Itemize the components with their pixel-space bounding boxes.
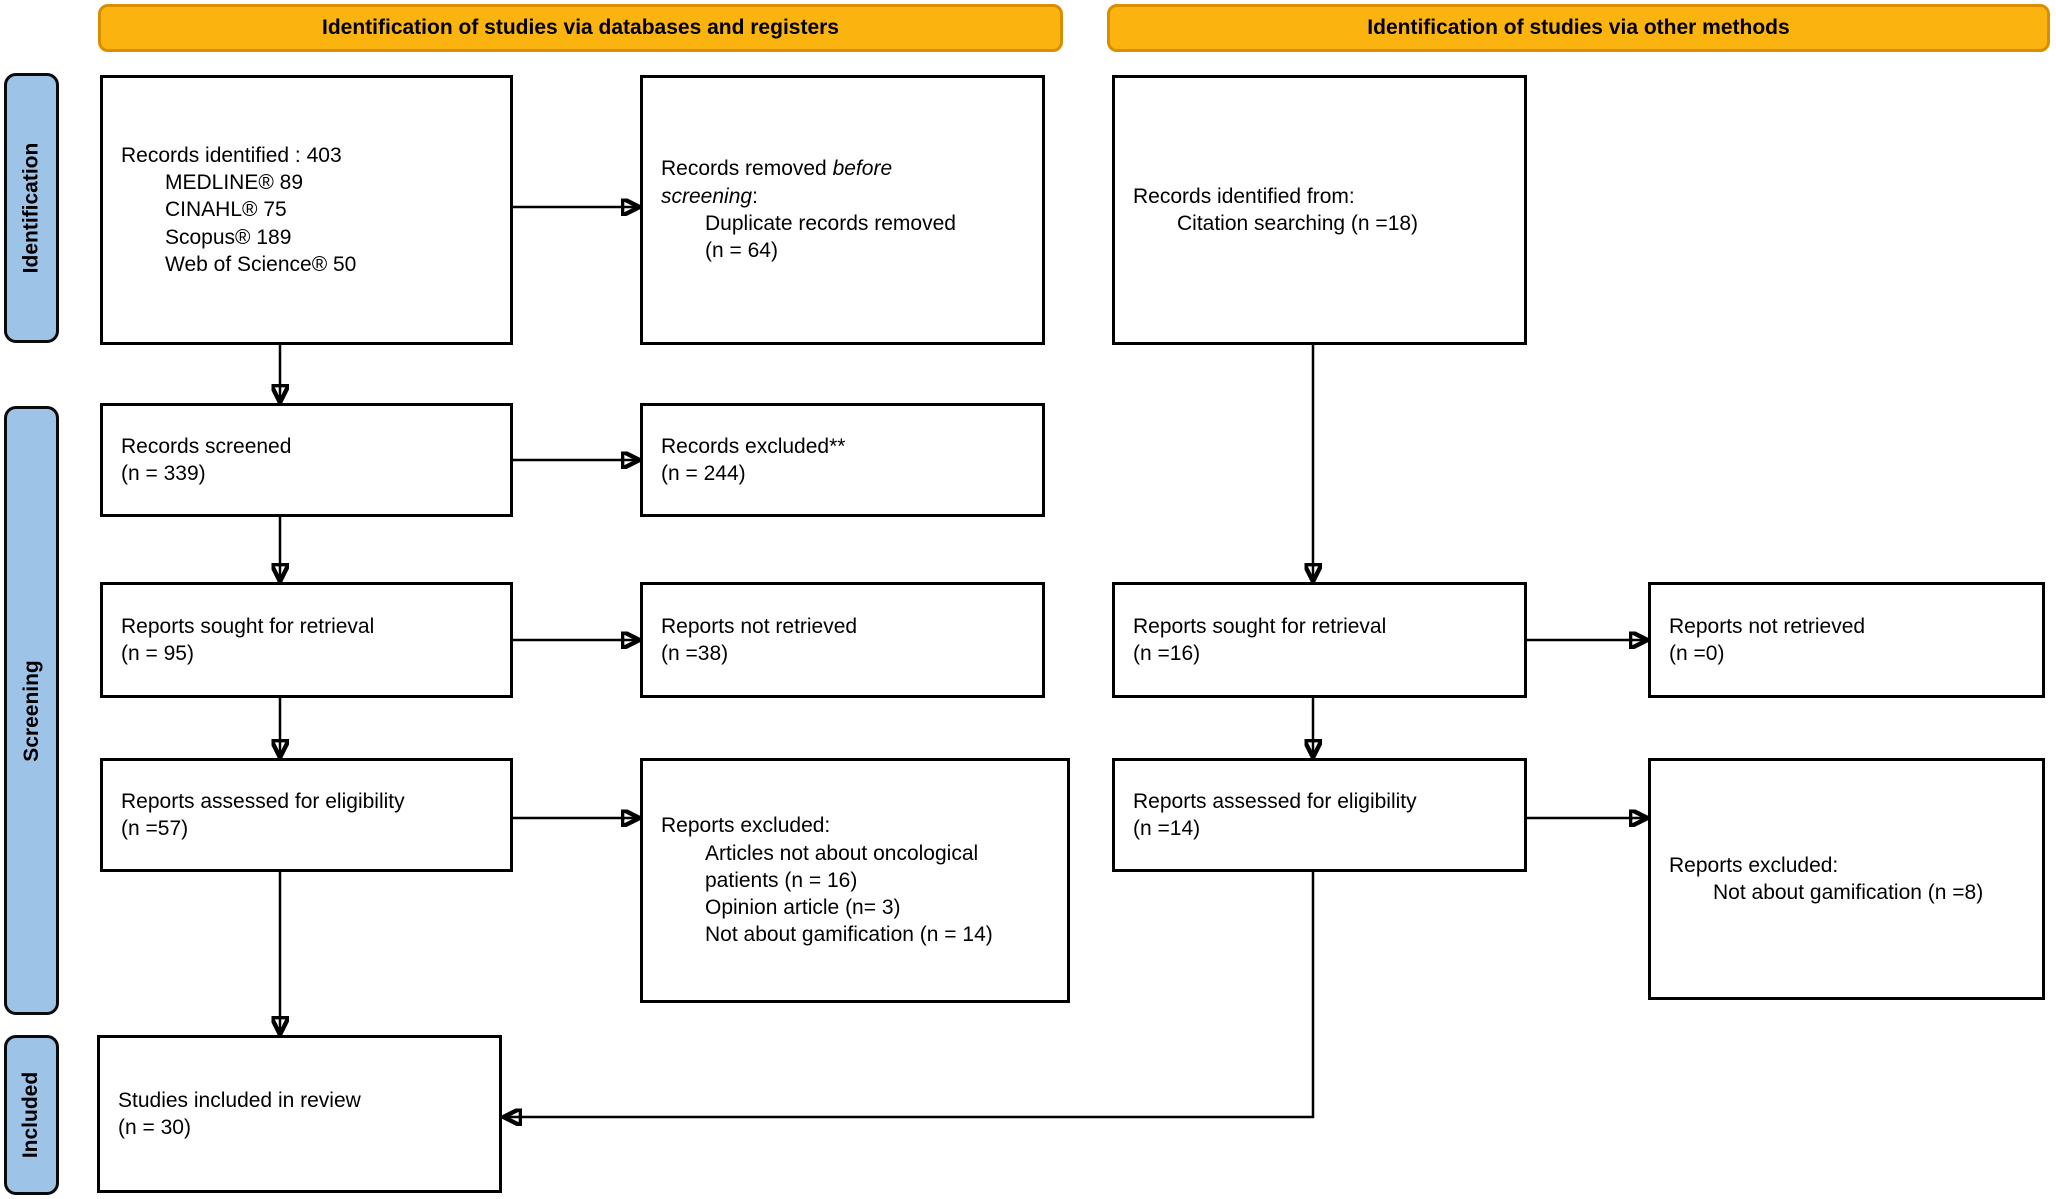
box-text-line: MEDLINE® 89: [165, 171, 304, 195]
box-text-line: (n = 30): [118, 1116, 191, 1139]
box-text-line: Reports excluded:: [661, 814, 831, 838]
box-sub-items: Not about gamification (n =8): [1669, 879, 2032, 906]
box-text-line: (n = 244): [661, 462, 746, 485]
stage-included-label: Included: [19, 1071, 43, 1159]
box-sub-items: Citation searching (n =18): [1133, 210, 1514, 237]
box-reports-excluded-other: Reports excluded: Not about gamification…: [1648, 758, 2045, 1000]
box-text-line: Duplicate records removed (n = 64): [705, 212, 956, 263]
box-reports-excluded-db: Reports excluded: Articles not about onc…: [640, 758, 1070, 1003]
box-records-screened: Records screened (n = 339): [100, 403, 513, 517]
box-records-identified-other: Records identified from: Citation search…: [1112, 75, 1527, 345]
box-text-segment: Records removed: [661, 157, 833, 181]
box-text-line: Records screened: [121, 434, 292, 458]
box-text-line: (n =38): [661, 642, 729, 665]
stage-screening: Screening: [4, 406, 59, 1015]
box-text-line: Reports assessed for eligibility: [121, 789, 405, 813]
box-text-line: (n = 339): [121, 462, 206, 485]
box-reports-sought-db: Reports sought for retrieval (n = 95): [100, 582, 513, 698]
box-text-line: Citation searching (n =18): [1177, 212, 1419, 235]
box-text-line: Scopus® 189: [165, 225, 292, 249]
header-databases-registers: Identification of studies via databases …: [98, 4, 1063, 52]
box-sub-items: MEDLINE® 89 CINAHL® 75 Scopus® 189 Web o…: [121, 169, 500, 278]
box-text-line: Studies included in review: [118, 1088, 361, 1112]
box-text-line: CINAHL® 75: [165, 198, 287, 222]
box-text-line: Records excluded**: [661, 434, 846, 458]
stage-identification: Identification: [4, 73, 59, 343]
box-text-line: Reports sought for retrieval: [121, 614, 375, 638]
box-text-line: (n = 95): [121, 642, 194, 665]
box-text-line: Reports not retrieved: [661, 614, 858, 638]
box-text-line: Records removed before screening:: [661, 155, 970, 210]
box-reports-assessed-db: Reports assessed for eligibility (n =57): [100, 758, 513, 872]
box-text-line: Opinion article (n= 3): [705, 896, 901, 920]
arrow-other-assessed-to-included: [506, 872, 1315, 1117]
box-text-line: Web of Science® 50: [165, 252, 357, 276]
box-text-line: Records identified from:: [1133, 184, 1355, 208]
box-text-line: Reports excluded:: [1669, 853, 1839, 877]
box-reports-assessed-other: Reports assessed for eligibility (n =14): [1112, 758, 1527, 872]
box-text-italic-segment: before screening: [661, 157, 893, 208]
stage-screening-label: Screening: [19, 659, 43, 762]
box-reports-sought-other: Reports sought for retrieval (n =16): [1112, 582, 1527, 698]
box-text-segment: :: [752, 184, 758, 208]
header-other-methods: Identification of studies via other meth…: [1107, 4, 2050, 52]
box-text-line: Not about gamification (n = 14): [705, 923, 993, 947]
box-text-line: Articles not about oncological patients …: [705, 841, 979, 892]
box-sub-items: Articles not about oncological patients …: [661, 840, 1057, 949]
stage-identification-label: Identification: [19, 142, 43, 274]
box-text-line: Reports assessed for eligibility: [1133, 789, 1417, 813]
header-other-label: Identification of studies via other meth…: [1367, 16, 1790, 39]
box-records-excluded: Records excluded** (n = 244): [640, 403, 1045, 517]
box-text-line: Reports not retrieved: [1669, 614, 1866, 638]
stage-included: Included: [4, 1035, 59, 1195]
box-text-line: (n =0): [1669, 642, 1725, 665]
box-text-line: (n =14): [1133, 817, 1201, 840]
box-records-identified: Records identified : 403 MEDLINE® 89 CIN…: [100, 75, 513, 345]
header-databases-label: Identification of studies via databases …: [322, 16, 839, 39]
box-studies-included: Studies included in review (n = 30): [97, 1035, 502, 1193]
box-text-line: Reports sought for retrieval: [1133, 614, 1387, 638]
box-text-line: Not about gamification (n =8): [1713, 881, 1984, 904]
box-text-line: (n =16): [1133, 642, 1201, 665]
box-sub-items: Duplicate records removed (n = 64): [661, 210, 970, 265]
box-reports-not-retrieved-db: Reports not retrieved (n =38): [640, 582, 1045, 698]
box-reports-not-retrieved-other: Reports not retrieved (n =0): [1648, 582, 2045, 698]
box-text-line: Records identified : 403: [121, 143, 342, 167]
box-text-line: (n =57): [121, 817, 189, 840]
box-records-removed: Records removed before screening: Duplic…: [640, 75, 1045, 345]
